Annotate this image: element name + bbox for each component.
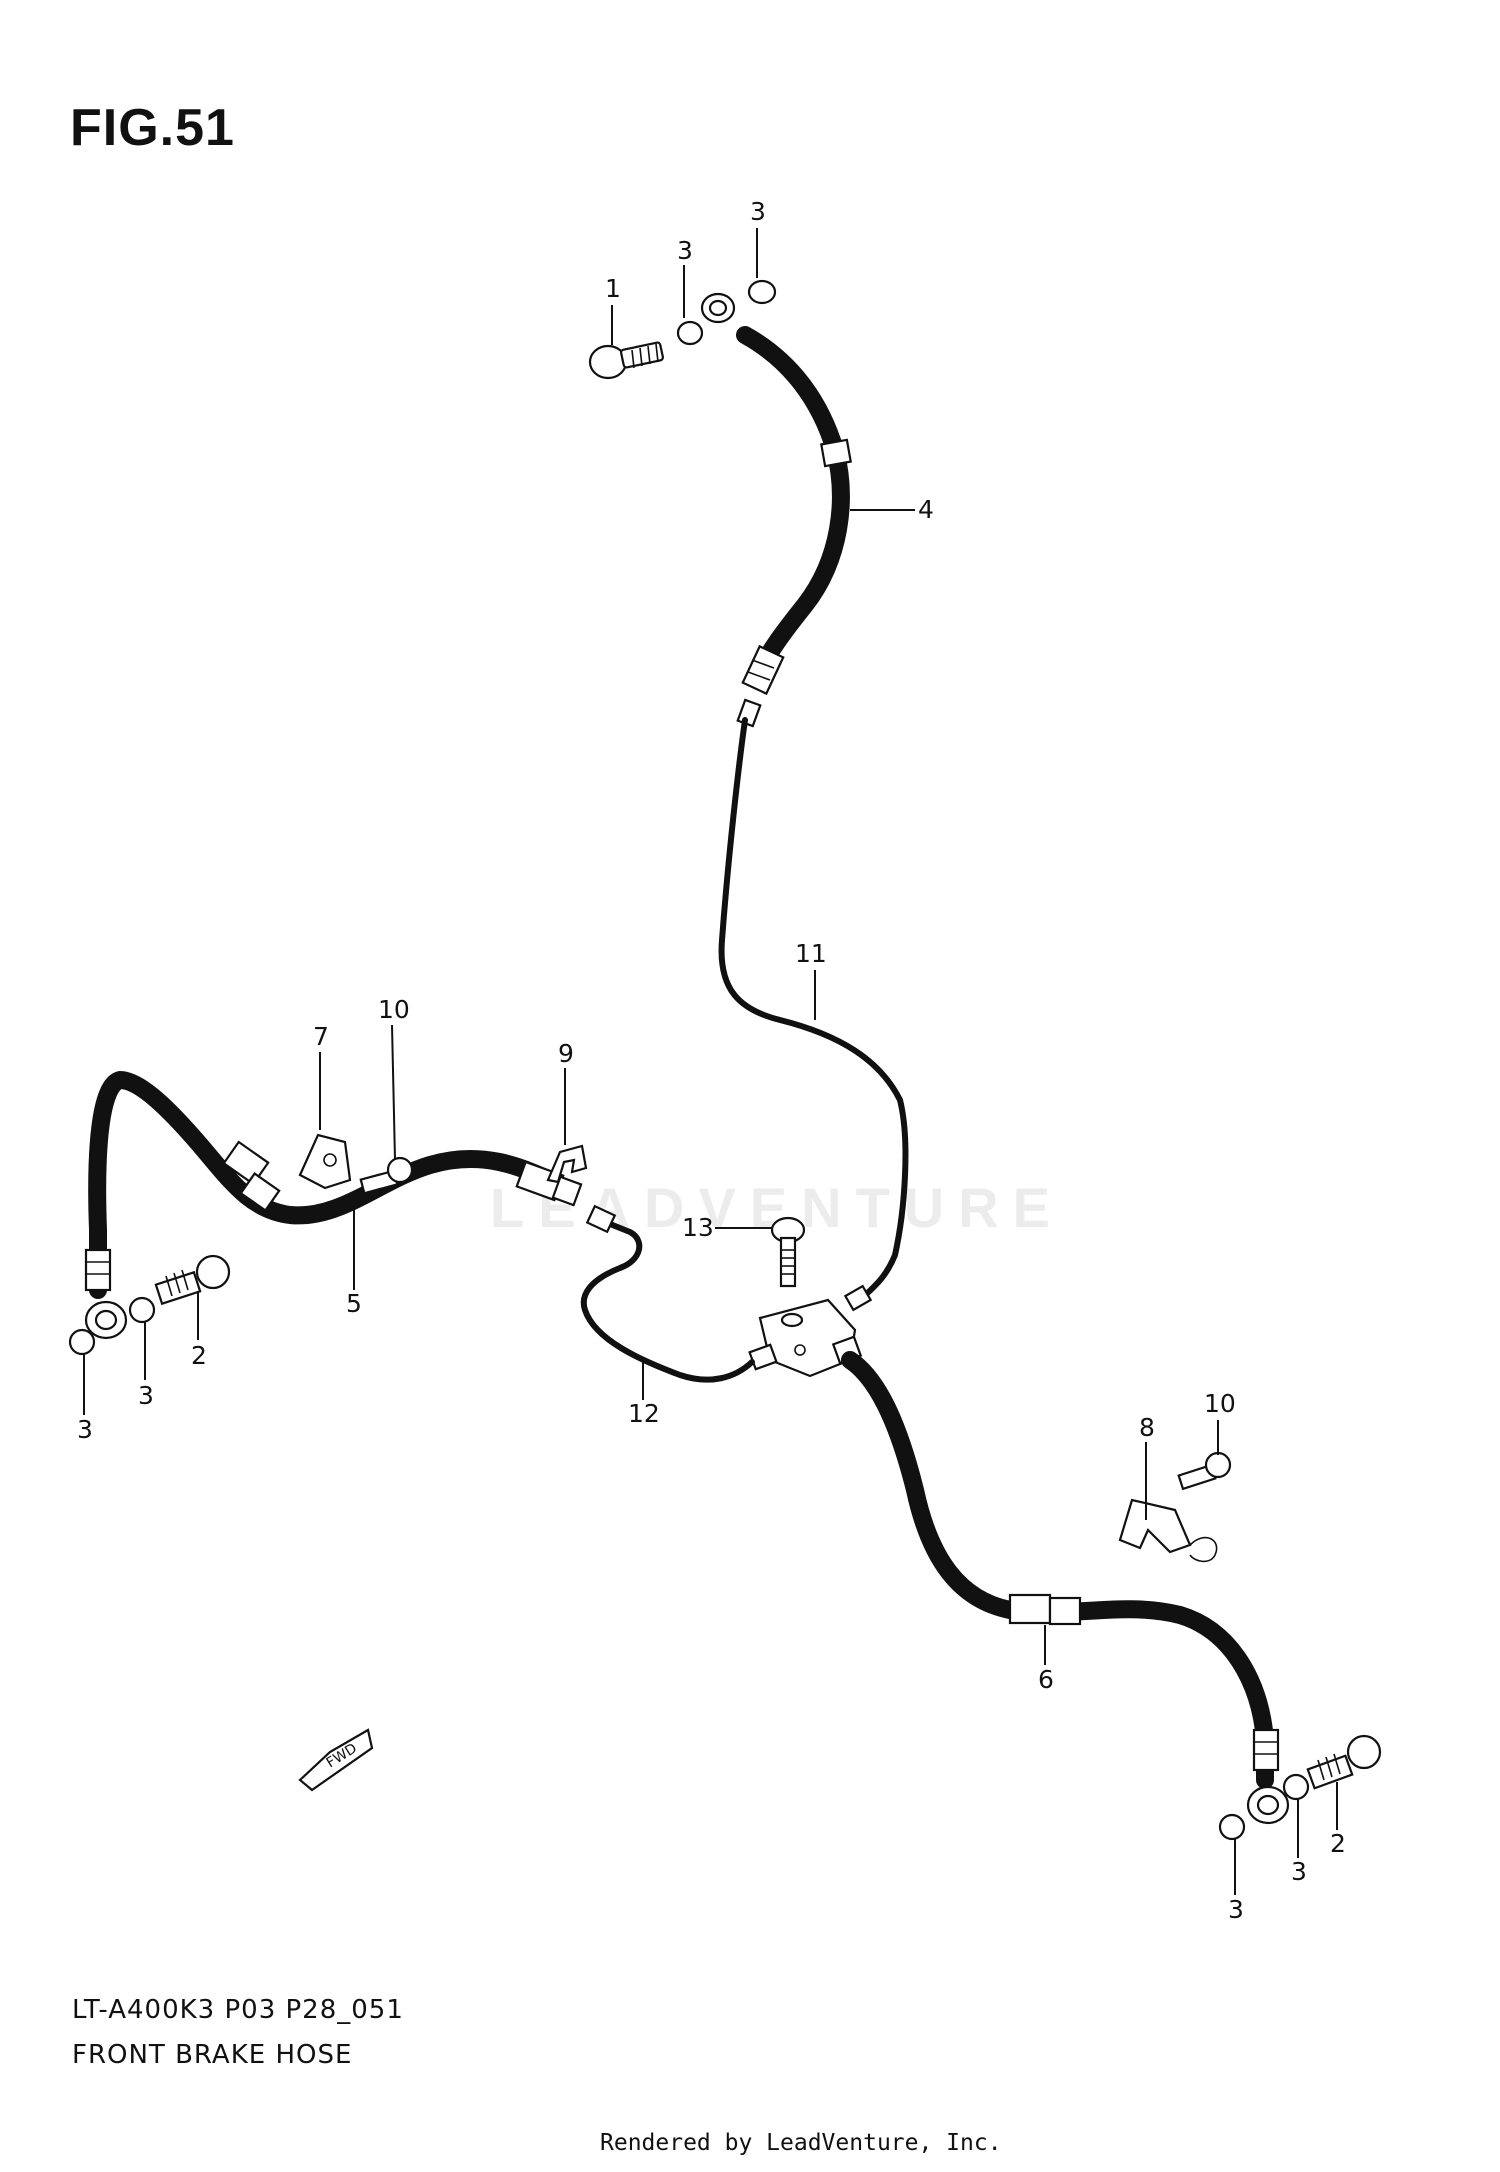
callout-3-right-a: 3 bbox=[1291, 1857, 1307, 1886]
callout-3-left-b: 3 bbox=[77, 1415, 93, 1444]
callout-11: 11 bbox=[795, 939, 827, 968]
rendered-by-credit: Rendered by LeadVenture, Inc. bbox=[600, 2130, 1002, 2156]
figure-name: FRONT BRAKE HOSE bbox=[72, 2040, 353, 2070]
figure-code: LT-A400K3 P03 P28_051 bbox=[72, 1995, 404, 2025]
union-bolt-right bbox=[1306, 1734, 1382, 1790]
callout-2-right: 2 bbox=[1330, 1829, 1346, 1858]
hose-bracket-8 bbox=[1118, 1498, 1218, 1563]
washer-left-b bbox=[68, 1328, 96, 1356]
washer-left-a bbox=[128, 1296, 156, 1324]
bracket-bolt-10-right bbox=[1177, 1451, 1232, 1491]
callout-6: 6 bbox=[1038, 1665, 1054, 1694]
washer-right-a bbox=[1282, 1773, 1310, 1801]
callout-1: 1 bbox=[605, 274, 621, 303]
callout-3-left-a: 3 bbox=[138, 1381, 154, 1410]
callout-9: 9 bbox=[558, 1039, 574, 1068]
upper-brake-hose bbox=[700, 292, 852, 728]
left-brake-hose bbox=[84, 1071, 583, 1340]
callout-12: 12 bbox=[628, 1399, 660, 1428]
callout-4: 4 bbox=[918, 495, 934, 524]
pipe-11-nut bbox=[843, 1284, 873, 1312]
callout-10-left: 10 bbox=[378, 995, 410, 1024]
pipe-12-nut bbox=[585, 1204, 617, 1234]
figure-title: FIG.51 bbox=[70, 99, 235, 157]
callout-8: 8 bbox=[1139, 1413, 1155, 1442]
callout-3-right-b: 3 bbox=[1228, 1895, 1244, 1924]
callout-3-top-b: 3 bbox=[750, 197, 766, 226]
hose-clip-9 bbox=[546, 1144, 588, 1184]
leader-lines bbox=[83, 228, 1338, 1895]
callout-2-left: 2 bbox=[191, 1341, 207, 1370]
right-brake-hose bbox=[841, 1351, 1290, 1825]
callout-5: 5 bbox=[346, 1289, 362, 1318]
washer-right-b bbox=[1218, 1813, 1246, 1841]
callout-7: 7 bbox=[313, 1022, 329, 1051]
union-bolt-top bbox=[588, 341, 664, 380]
washer-top-a bbox=[676, 320, 704, 346]
callout-3-top-a: 3 bbox=[677, 236, 693, 265]
callout-10-right: 10 bbox=[1204, 1389, 1236, 1418]
washer-top-b bbox=[747, 279, 777, 305]
union-bolt-left bbox=[154, 1254, 231, 1306]
forward-direction-arrow: FWD bbox=[298, 1728, 374, 1792]
bracket-bolt-10-left bbox=[359, 1156, 414, 1195]
brake-pipe-11 bbox=[718, 717, 909, 1303]
callout-13: 13 bbox=[682, 1213, 714, 1242]
joint-bolt-13 bbox=[770, 1216, 806, 1288]
brake-pipe-12 bbox=[580, 1217, 755, 1383]
hose-bracket-7 bbox=[298, 1133, 352, 1190]
